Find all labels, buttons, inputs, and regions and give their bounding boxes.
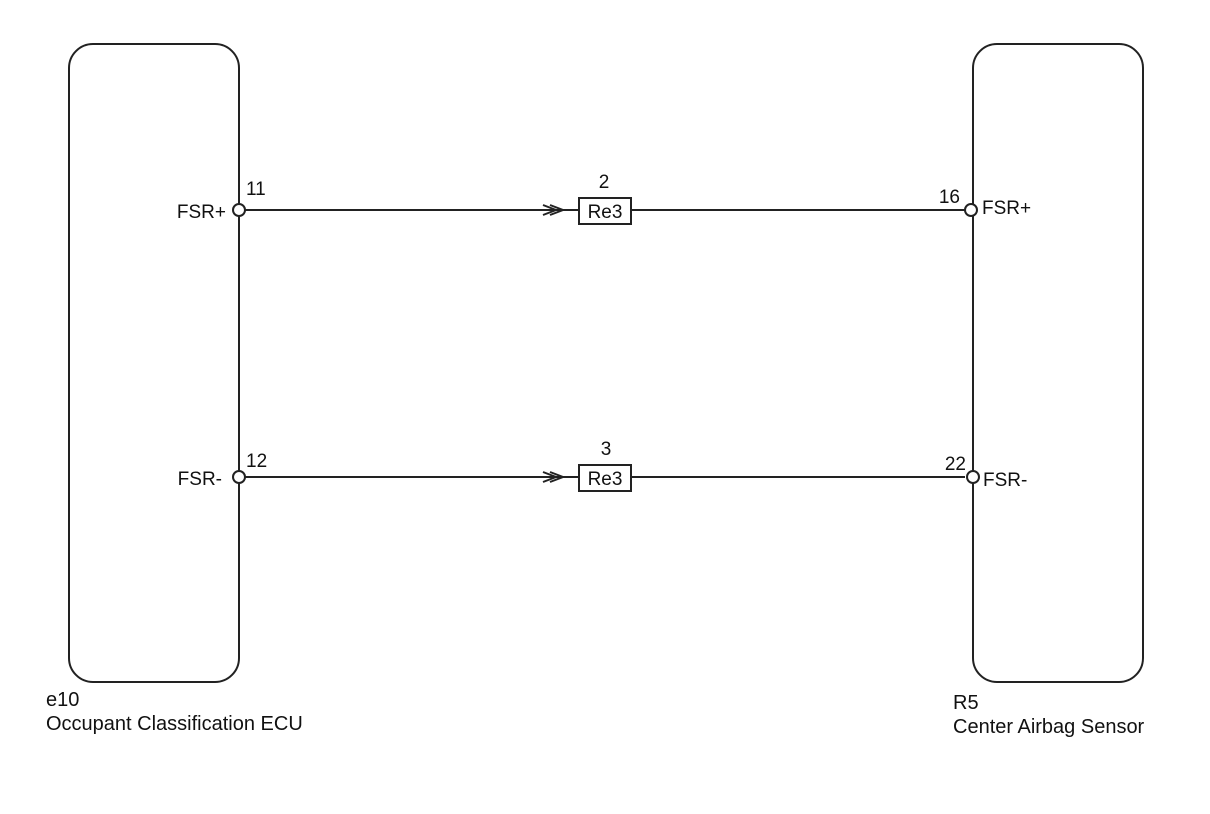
connector-arrow-icon [542,204,579,216]
left-pin-12: 12 [246,451,267,472]
connector-box-1 [578,197,632,225]
right-component-name: Center Airbag Sensor [953,716,1145,738]
left-component-body [68,43,240,683]
left-pin-11: 11 [246,179,266,200]
connector-pin-2: 3 [601,439,612,460]
terminal-right-fsr-plus [964,203,978,217]
left-signal-fsr-minus: FSR- [178,469,222,490]
right-component-body [972,43,1144,683]
right-signal-fsr-plus: FSR+ [982,198,1031,219]
connector-arrow-icon [542,471,579,483]
left-signal-fsr-plus: FSR+ [177,202,226,223]
terminal-left-fsr-plus [232,203,246,217]
terminal-right-fsr-minus [966,470,980,484]
right-pin-16: 16 [939,187,960,208]
right-pin-22: 22 [945,454,966,475]
left-component-name: Occupant Classification ECU [46,713,303,735]
connector-box-2 [578,464,632,492]
terminal-left-fsr-minus [232,470,246,484]
left-component-code: e10 [46,689,79,711]
connector-pin-1: 2 [599,172,610,193]
right-signal-fsr-minus: FSR- [983,470,1027,491]
connector-name-1: Re3 [588,202,623,223]
connector-name-2: Re3 [588,469,623,490]
right-component-code: R5 [953,692,979,714]
